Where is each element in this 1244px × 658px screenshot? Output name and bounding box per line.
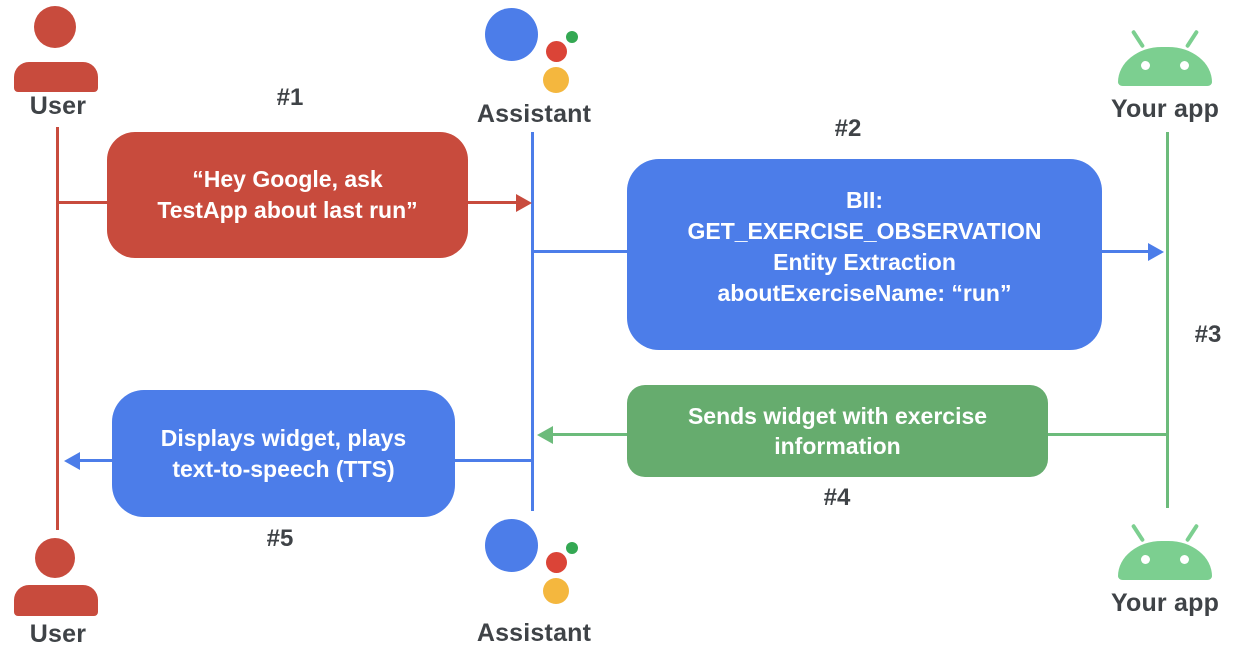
actor-label-assistant-bottom: Assistant (476, 619, 592, 647)
assistant-icon-blue-circle (485, 519, 538, 572)
android-icon (1118, 28, 1212, 86)
android-icon-antenna-right (1184, 523, 1200, 543)
user-icon-body (14, 585, 98, 616)
actor-label-user-top: User (29, 92, 87, 120)
actor-label-app-top: Your app (1110, 95, 1220, 123)
android-icon-antenna-left (1130, 523, 1146, 543)
app-lifeline (1166, 132, 1169, 508)
assistant-icon-yellow-dot (543, 67, 569, 93)
assistant-icon-blue-circle (485, 8, 538, 61)
user-icon-body (14, 62, 98, 92)
actor-label-user-bottom: User (29, 620, 87, 648)
assistant-icon-red-dot (546, 41, 567, 62)
assistant-icon (485, 8, 595, 108)
actor-label-app-bottom: Your app (1110, 589, 1220, 617)
message-4-box: Sends widget with exercise information (627, 385, 1048, 477)
android-icon-eye-right (1180, 555, 1189, 564)
user-lifeline (56, 127, 59, 530)
user-icon-head (35, 538, 75, 578)
step-label-4: #4 (823, 484, 851, 511)
step-label-2: #2 (834, 115, 862, 142)
arrow-5-head (64, 452, 80, 470)
android-icon-eye-left (1141, 61, 1150, 70)
assistant-lifeline (531, 132, 534, 511)
assistant-icon-red-dot (546, 552, 567, 573)
actor-label-assistant-top: Assistant (476, 100, 592, 128)
assistant-icon-green-dot (566, 542, 578, 554)
android-icon-head (1118, 541, 1212, 580)
arrow-1-head (516, 194, 532, 212)
android-icon-eye-left (1141, 555, 1150, 564)
arrow-4-head (537, 426, 553, 444)
android-icon-antenna-left (1130, 29, 1146, 49)
step-label-3: #3 (1194, 321, 1222, 348)
android-icon-antenna-right (1184, 29, 1200, 49)
android-icon-head (1118, 47, 1212, 86)
step-label-5: #5 (266, 525, 294, 552)
user-icon-head (34, 6, 76, 48)
android-icon-bottom (1118, 522, 1212, 580)
assistant-icon-green-dot (566, 31, 578, 43)
assistant-icon-bottom (485, 519, 595, 619)
assistant-icon-yellow-dot (543, 578, 569, 604)
message-2-box: BII: GET_EXERCISE_OBSERVATION Entity Ext… (627, 159, 1102, 350)
message-5-box: Displays widget, plays text-to-speech (T… (112, 390, 455, 517)
android-icon-eye-right (1180, 61, 1189, 70)
arrow-2-head (1148, 243, 1164, 261)
step-label-1: #1 (276, 84, 304, 111)
message-1-box: “Hey Google, ask TestApp about last run” (107, 132, 468, 258)
